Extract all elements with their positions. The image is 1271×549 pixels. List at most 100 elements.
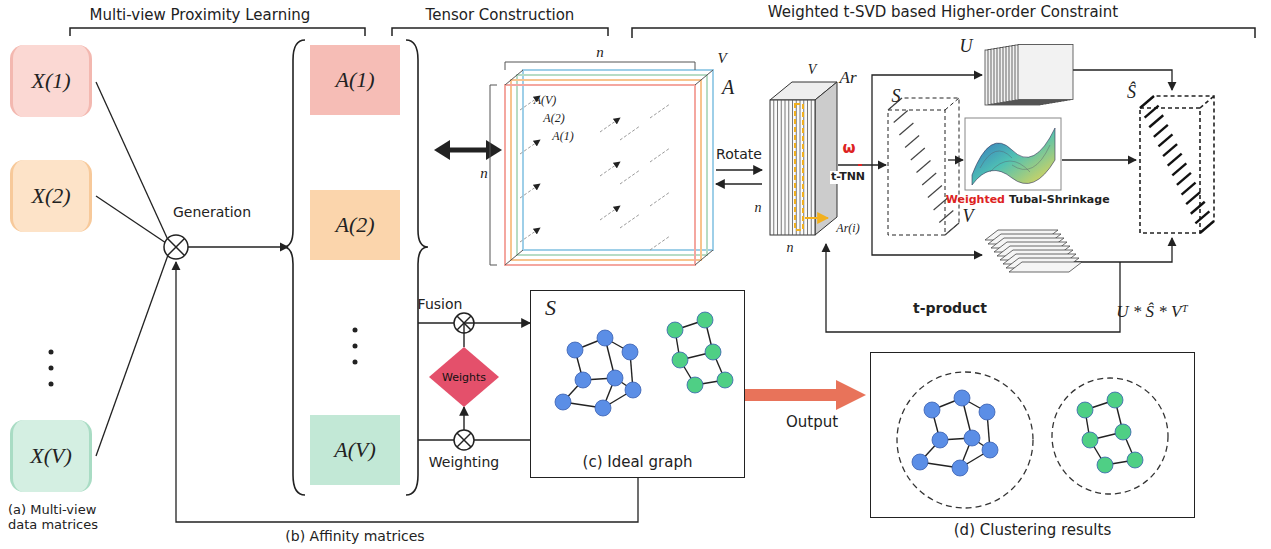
stroke: [620, 170, 640, 184]
stroke: [1172, 163, 1186, 175]
stroke: [520, 184, 540, 198]
weights-diamond: Weights: [429, 347, 499, 407]
stroke: [770, 100, 815, 235]
stroke: [1082, 432, 1098, 448]
math-symbol: n: [787, 240, 794, 256]
stroke: [773, 100, 774, 235]
stroke: [964, 430, 980, 446]
math-symbol: Ar: [840, 68, 857, 88]
stroke: [785, 100, 786, 235]
operator-circle: [454, 430, 474, 450]
affinity-matrix: A(1): [310, 45, 400, 115]
shrunk-tensor: [1140, 96, 1214, 233]
diamond-fill: [429, 347, 499, 407]
v-tensor: [985, 230, 1082, 272]
stroke: [575, 372, 591, 388]
stroke: [597, 330, 613, 346]
math-symbol: n: [480, 165, 488, 182]
brace: [283, 40, 305, 495]
stroke: [1145, 106, 1159, 118]
stroke: [805, 217, 828, 219]
stroke: [1154, 125, 1168, 137]
math-symbol: Ŝ: [1127, 82, 1136, 103]
stroke: [650, 236, 670, 250]
stroke: [905, 136, 919, 148]
tsvd-wires: [826, 70, 1172, 332]
stroke: [924, 402, 940, 418]
stroke: [650, 104, 670, 118]
annotation: Tensor Construction: [426, 7, 575, 24]
stroke: [705, 344, 721, 360]
data-matrix: X(V): [10, 420, 92, 492]
stroke: [1177, 173, 1191, 185]
data-matrix: X(1): [10, 45, 92, 117]
ideal-graph-box: S (c) Ideal graph: [530, 290, 745, 478]
stroke: [1107, 392, 1123, 408]
edge-label: Weighting: [429, 454, 499, 470]
edge-label: Output: [786, 414, 838, 431]
math-symbol: n: [755, 200, 762, 216]
stroke: [1182, 183, 1196, 195]
core-tensor: [888, 98, 959, 235]
annotation: ω: [842, 140, 855, 157]
stroke: [520, 228, 540, 242]
stroke: [1191, 202, 1205, 214]
ellipsis-dots: [49, 328, 358, 387]
stroke: [607, 370, 623, 386]
stroke: [622, 344, 638, 360]
bracket: [632, 28, 1255, 38]
panel-caption: (c) Ideal graph: [531, 453, 744, 471]
stroke: [717, 372, 733, 388]
math-symbol: n: [596, 44, 604, 61]
matrix-label: A(1): [335, 67, 374, 93]
annotation: Weighted: [946, 194, 1005, 207]
annotation: Weighted t-SVD based Higher-order Constr…: [768, 4, 1118, 21]
operator-circle: [164, 235, 188, 259]
annotation: Multi-view Proximity Learning: [90, 7, 311, 24]
stroke: [894, 111, 908, 123]
stroke: [1140, 96, 1154, 108]
stroke: [781, 100, 782, 235]
connector: [464, 407, 530, 440]
stroke: [952, 460, 968, 476]
matrix-label: X(2): [31, 183, 70, 209]
rotate-arrows: [716, 170, 762, 184]
annotation: Rotate: [716, 146, 762, 162]
stroke: [1018, 45, 1073, 100]
annotation: Tubal-Shrinkage: [1009, 194, 1110, 207]
data-matrix: X(2): [10, 160, 92, 232]
bracket: [70, 28, 365, 36]
stroke: [1140, 96, 1214, 233]
graph-symbol: S: [545, 295, 556, 321]
stroke: [1158, 134, 1172, 146]
stroke: [1077, 402, 1093, 418]
stroke: [945, 223, 959, 235]
matrix-label: X(1): [31, 68, 70, 94]
stroke: [672, 352, 688, 368]
stroke: [523, 70, 713, 250]
math-symbol: U * Ŝ * Vᵀ: [1116, 302, 1188, 322]
stroke: [939, 211, 953, 223]
stroke: [1127, 452, 1143, 468]
math-symbol: A: [722, 76, 734, 99]
annotation: (a) Multi-view data matrices: [8, 503, 126, 533]
stroke: [800, 100, 801, 235]
stroke: [1186, 192, 1200, 204]
stroke: [620, 126, 640, 140]
stroke: [600, 162, 620, 176]
clustering-box: (d) Clustering results: [870, 352, 1195, 518]
graph-drawing: [555, 312, 1143, 476]
stroke: [811, 100, 812, 235]
stroke: [650, 148, 670, 162]
stroke: [982, 442, 998, 458]
stroke: [511, 80, 701, 260]
stroke: [1097, 457, 1113, 473]
output-arrow: [745, 389, 854, 401]
matrix-label: X(V): [30, 443, 72, 469]
rotated-tensor: [770, 82, 837, 235]
stroke: [697, 312, 713, 328]
stroke: [815, 82, 837, 235]
stroke: [595, 400, 611, 416]
cluster-circle: [897, 372, 1168, 508]
math-symbol: A(1): [552, 130, 573, 144]
